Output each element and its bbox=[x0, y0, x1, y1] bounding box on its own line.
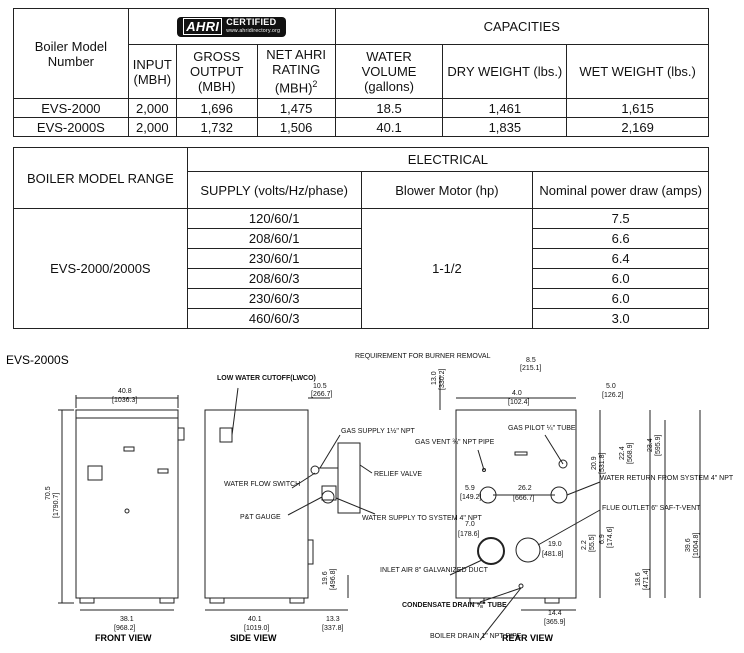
col-dry: DRY WEIGHT (lbs.) bbox=[442, 44, 568, 99]
relief-valve-label: RELIEF VALVE bbox=[374, 471, 422, 478]
svg-text:[1004.8]: [1004.8] bbox=[693, 533, 700, 558]
blower-value: 1-1/2 bbox=[360, 208, 534, 329]
svg-text:5.0: 5.0 bbox=[606, 383, 616, 390]
col-net: NET AHRI RATING (MBH)2 bbox=[256, 44, 336, 99]
table-row: EVS-2000S 2,000 1,732 1,506 40.1 1,835 2… bbox=[13, 117, 709, 137]
table-row: EVS-2000 2,000 1,696 1,475 18.5 1,461 1,… bbox=[13, 98, 709, 118]
gas-pilot-label: GAS PILOT ¼" TUBE bbox=[508, 425, 576, 432]
pt-gauge-label: P&T GAUGE bbox=[240, 514, 281, 521]
water-return-label: WATER RETURN FROM SYSTEM 4" NPT bbox=[600, 475, 734, 482]
svg-text:[666.7]: [666.7] bbox=[513, 495, 534, 502]
svg-text:[365.9]: [365.9] bbox=[544, 619, 565, 626]
svg-text:4.0: 4.0 bbox=[512, 390, 522, 397]
front-view-label: FRONT VIEW bbox=[95, 633, 152, 643]
svg-text:18.6: 18.6 bbox=[635, 572, 642, 586]
svg-text:[1036.3]: [1036.3] bbox=[112, 397, 137, 404]
svg-text:70.5: 70.5 bbox=[45, 486, 52, 500]
svg-text:40.8: 40.8 bbox=[118, 388, 132, 395]
water-supply-label: WATER SUPPLY TO SYSTEM 4" NPT bbox=[362, 515, 483, 522]
col-input: INPUT (MBH) bbox=[127, 44, 177, 99]
gas-supply-label: GAS SUPPLY 1½" NPT bbox=[341, 427, 416, 435]
lwco-label: LOW WATER CUTOFF(LWCO) bbox=[217, 375, 316, 382]
svg-text:[215.1]: [215.1] bbox=[520, 365, 541, 372]
inlet-air-port bbox=[477, 537, 505, 565]
side-piping bbox=[337, 442, 361, 514]
svg-text:[595.9]: [595.9] bbox=[655, 435, 662, 456]
svg-text:[174.6]: [174.6] bbox=[607, 527, 614, 548]
svg-text:[1019.0]: [1019.0] bbox=[244, 625, 269, 632]
svg-text:[568.9]: [568.9] bbox=[627, 443, 634, 464]
svg-text:[55.5]: [55.5] bbox=[589, 534, 596, 552]
svg-text:22.4: 22.4 bbox=[619, 446, 626, 460]
model-label: EVS-2000S bbox=[6, 353, 69, 367]
svg-text:10.5: 10.5 bbox=[313, 383, 327, 390]
svg-text:38.1: 38.1 bbox=[120, 616, 134, 623]
power-header: Nominal power draw (amps) bbox=[532, 171, 709, 209]
col-gross: GROSS OUTPUT (MBH) bbox=[175, 44, 258, 99]
svg-text:14.4: 14.4 bbox=[548, 610, 562, 617]
svg-text:20.9: 20.9 bbox=[591, 456, 598, 470]
supply-header: SUPPLY (volts/Hz/phase) bbox=[186, 171, 362, 209]
gas-vent-label: GAS VENT ¾" NPT PIPE bbox=[415, 439, 495, 446]
capacities-header: CAPACITIES bbox=[334, 8, 710, 45]
svg-text:[126.2]: [126.2] bbox=[602, 392, 623, 399]
svg-text:5.9: 5.9 bbox=[465, 485, 475, 492]
water-flow-label: WATER FLOW SWITCH bbox=[224, 481, 300, 488]
svg-text:23.4: 23.4 bbox=[647, 438, 654, 452]
table-row: EVS-2000/2000S 120/60/1 1-1/2 7.5 bbox=[13, 208, 709, 329]
svg-text:8.5: 8.5 bbox=[526, 357, 536, 364]
svg-text:[102.4]: [102.4] bbox=[508, 399, 529, 406]
svg-text:[531.8]: [531.8] bbox=[599, 453, 606, 474]
svg-text:[496.8]: [496.8] bbox=[330, 569, 337, 590]
flue-outlet-port bbox=[515, 537, 541, 563]
col-wet: WET WEIGHT (lbs.) bbox=[566, 44, 709, 99]
burner-req-label: REQUIREMENT FOR BURNER REMOVAL bbox=[355, 353, 491, 360]
svg-text:[471.4]: [471.4] bbox=[643, 569, 650, 590]
svg-text:[178.6]: [178.6] bbox=[458, 531, 479, 538]
inlet-air-label: INLET AIR 8" GALVANIZED DUCT bbox=[380, 567, 489, 574]
rear-cabinet bbox=[455, 409, 577, 599]
svg-text:7.0: 7.0 bbox=[465, 521, 475, 528]
range-value: EVS-2000/2000S bbox=[13, 208, 188, 329]
svg-text:26.2: 26.2 bbox=[518, 485, 532, 492]
svg-text:[337.8]: [337.8] bbox=[322, 625, 343, 632]
svg-text:13.0: 13.0 bbox=[431, 371, 438, 385]
svg-text:[330.2]: [330.2] bbox=[439, 369, 446, 390]
flue-outlet-label: FLUE OUTLET 6" SAF-T-VENT bbox=[602, 505, 701, 512]
boiler-drain-label: BOILER DRAIN 1" NPT PIPE bbox=[430, 633, 522, 640]
condensate-label: CONDENSATE DRAIN ⅝" TUBE bbox=[402, 602, 507, 609]
svg-text:2.2: 2.2 bbox=[581, 540, 588, 550]
svg-text:[266.7]: [266.7] bbox=[311, 391, 332, 398]
front-cabinet bbox=[75, 409, 179, 599]
svg-text:13.3: 13.3 bbox=[326, 616, 340, 623]
svg-text:[968.2]: [968.2] bbox=[114, 625, 135, 632]
model-header: Boiler Model Number bbox=[13, 8, 129, 99]
electrical-table: BOILER MODEL RANGE ELECTRICAL SUPPLY (vo… bbox=[13, 147, 710, 329]
blower-header: Blower Motor (hp) bbox=[360, 171, 534, 209]
svg-text:19.0: 19.0 bbox=[548, 541, 562, 548]
svg-text:40.1: 40.1 bbox=[248, 616, 262, 623]
electrical-header: ELECTRICAL bbox=[186, 147, 710, 172]
svg-text:[149.2]: [149.2] bbox=[460, 494, 481, 501]
range-header: BOILER MODEL RANGE bbox=[13, 147, 188, 209]
svg-text:19.6: 19.6 bbox=[322, 571, 329, 585]
rear-view-label: REAR VIEW bbox=[502, 633, 554, 643]
svg-text:6.9: 6.9 bbox=[599, 534, 606, 544]
svg-text:[1790.7]: [1790.7] bbox=[53, 493, 60, 518]
col-water: WATER VOLUME (gallons) bbox=[334, 44, 444, 99]
dimension-drawing: EVS-2000S 40.8 [1036.3] 70.5 [1790.7] 38… bbox=[6, 353, 734, 643]
svg-text:[481.8]: [481.8] bbox=[542, 551, 563, 558]
gas-pilot-port bbox=[558, 459, 568, 469]
svg-text:39.6: 39.6 bbox=[685, 538, 692, 552]
side-view-label: SIDE VIEW bbox=[230, 633, 277, 643]
